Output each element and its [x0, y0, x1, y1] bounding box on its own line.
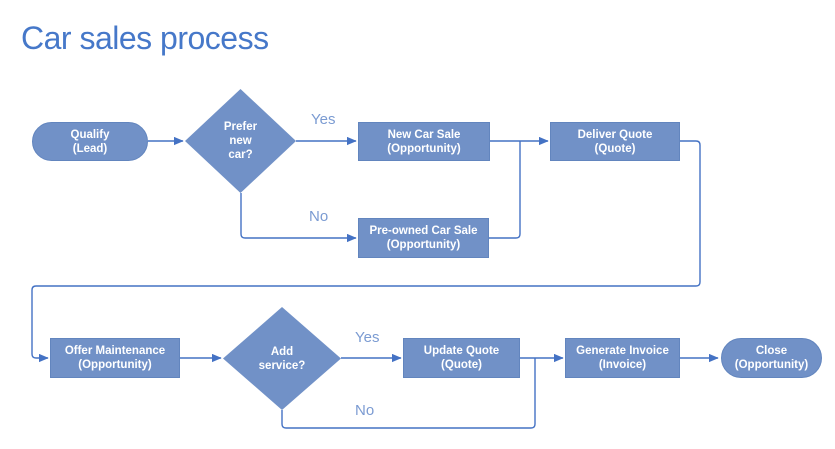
node-label-line: New Car Sale — [387, 128, 461, 141]
node-label-line: (Quote) — [441, 359, 482, 371]
connector-prefer-no-to-preowned — [240, 193, 357, 243]
edge-label-yes-addservice: Yes — [355, 329, 380, 346]
node-preowned-car-sale: Pre-owned Car Sale (Opportunity) — [358, 218, 489, 258]
connector-addservice-no-merge-to-invoice — [281, 358, 536, 429]
node-label-line: (Opportunity) — [78, 359, 152, 371]
edge-label-no-addservice: No — [355, 402, 375, 419]
node-label-line: Deliver Quote — [577, 128, 653, 141]
page-title: Car sales process — [21, 20, 269, 56]
node-label-line: service? — [258, 359, 306, 372]
node-label-line: (Opportunity) — [387, 142, 461, 155]
node-label-line: Add — [270, 345, 294, 358]
node-offer-maintenance: Offer Maintenance (Opportunity) — [50, 338, 180, 378]
node-label-line: car? — [228, 149, 253, 161]
node-label-line: Update Quote — [423, 345, 500, 357]
node-label-line: Pre-owned Car Sale — [369, 225, 478, 237]
node-qualify-lead: Qualify (Lead) — [32, 122, 148, 161]
node-label-line: (Quote) — [594, 142, 636, 155]
connector-preowned-merge-to-deliver — [489, 141, 521, 239]
edge-label-yes-prefer: Yes — [311, 111, 336, 128]
node-label-line: Offer Maintenance — [64, 345, 166, 357]
node-label-line: new — [229, 135, 252, 147]
node-label-line: Close — [755, 345, 788, 357]
node-label-line: (Invoice) — [598, 359, 647, 371]
node-label-line: (Opportunity) — [734, 359, 809, 371]
node-deliver-quote: Deliver Quote (Quote) — [550, 122, 680, 161]
node-update-quote: Update Quote (Quote) — [403, 338, 520, 378]
edge-label-no-prefer: No — [309, 208, 329, 225]
node-label-line: (Lead) — [72, 142, 108, 155]
node-generate-invoice: Generate Invoice (Invoice) — [565, 338, 680, 378]
node-label-line: (Opportunity) — [386, 239, 461, 251]
node-close-opportunity: Close (Opportunity) — [721, 338, 822, 378]
node-label-line: Qualify — [70, 128, 110, 141]
connector-deliver-to-offer — [31, 140, 701, 363]
node-new-car-sale: New Car Sale (Opportunity) — [358, 122, 490, 161]
node-label-line: Generate Invoice — [576, 345, 669, 357]
node-label-line: Prefer — [223, 121, 258, 133]
